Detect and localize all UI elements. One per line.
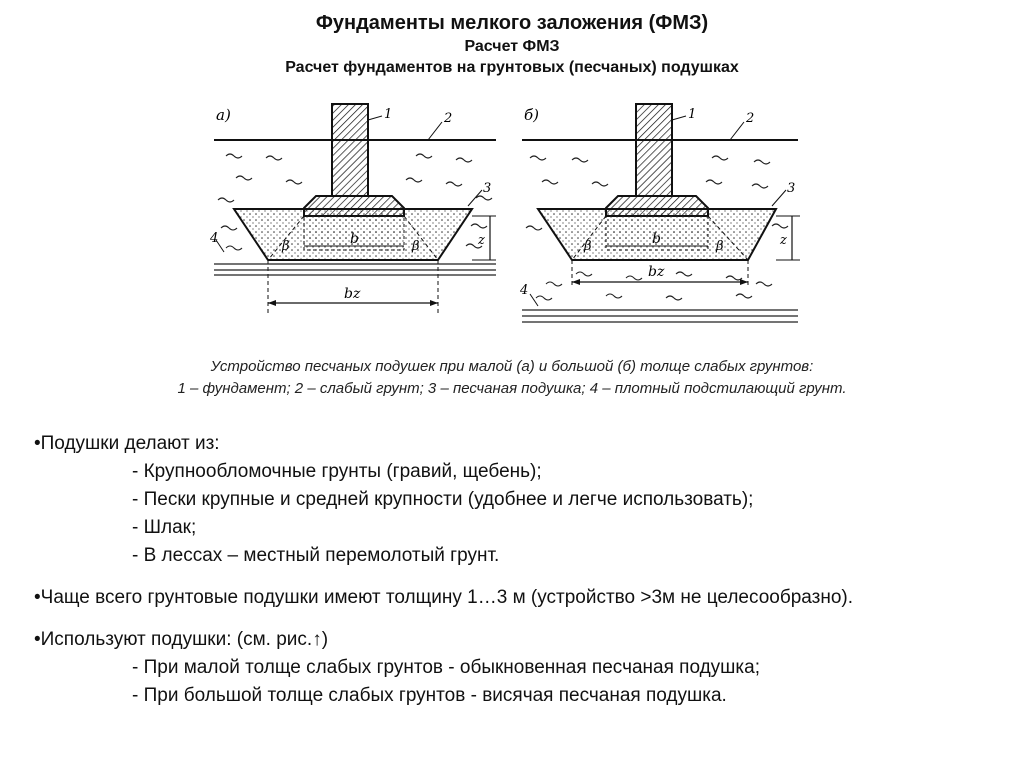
title-block: Фундаменты мелкого заложения (ФМЗ) Расче… (0, 8, 1024, 78)
bullet-2: •Чаще всего грунтовые подушки имеют толщ… (34, 587, 854, 608)
figure-a-label-2: 2 (443, 111, 452, 126)
list-item: - При большой толще слабых грунтов - вис… (132, 685, 727, 706)
page-title: Фундаменты мелкого заложения (ФМЗ) (315, 12, 709, 34)
figure-b: б) 1 2 3 4 β β b bz z (519, 103, 800, 323)
figure-a-label-4: 4 (209, 231, 218, 246)
figure-a-dim-b: b (350, 231, 359, 247)
content-body: •Подушки делают из: - Крупнообломочные г… (34, 430, 994, 710)
list-item: - При малой толще слабых грунтов - обыкн… (132, 657, 761, 678)
bullet-1: •Подушки делают из: (34, 433, 220, 454)
page-subtitle-2: Расчет фундаментов на грунтовых (песчаны… (285, 59, 739, 76)
figure-b-label-4: 4 (519, 283, 528, 298)
figure-b-label-2: 2 (745, 111, 754, 126)
figure-b-beta-left: β (583, 239, 592, 254)
figure-b-dim-b: b (652, 231, 661, 247)
figure-b-tag: б) (524, 106, 539, 124)
caption-line-2: 1 – фундамент; 2 – слабый грунт; 3 – пес… (177, 380, 847, 397)
list-item: - В лессах – местный перемолотый грунт. (132, 545, 500, 566)
figure-b-label-1: 1 (688, 107, 696, 122)
figure-a-beta-left: β (281, 239, 290, 254)
figure-b-dim-bz: bz (648, 264, 665, 280)
figure-a-dim-z: z (477, 233, 485, 248)
figure-b-dim-z: z (779, 233, 787, 248)
figure-a-dim-bz: bz (344, 286, 361, 302)
list-item: - Крупнообломочные грунты (гравий, щебен… (132, 461, 542, 482)
figure-a-tag: а) (216, 106, 231, 124)
page-subtitle: Расчет ФМЗ (464, 38, 560, 55)
figure-caption: Устройство песчаных подушек при малой (а… (0, 356, 1024, 400)
figure-b-beta-right: β (715, 239, 724, 254)
figure-a-label-3: 3 (483, 181, 491, 196)
figure-b-label-3: 3 (787, 181, 795, 196)
list-item: - Шлак; (132, 517, 197, 538)
list-item: - Пески крупные и средней крупности (удо… (132, 489, 754, 510)
figure-a: а) 1 2 3 4 β β b bz z (209, 103, 496, 313)
figure-a-beta-right: β (411, 239, 420, 254)
caption-line-1: Устройство песчаных подушек при малой (а… (210, 358, 814, 375)
bullet-3: •Используют подушки: (см. рис.↑) (34, 629, 329, 650)
figure-a-label-1: 1 (384, 107, 392, 122)
